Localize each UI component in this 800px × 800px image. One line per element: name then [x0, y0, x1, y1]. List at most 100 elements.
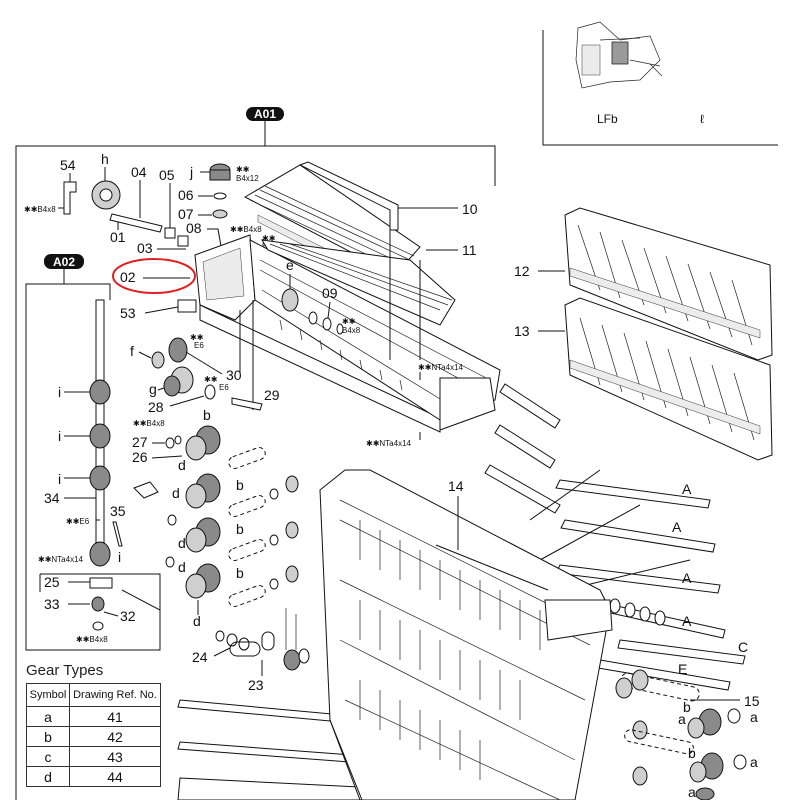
guide-plates-10-11: 10 11 [243, 161, 478, 360]
screw-b4x12: B4x12 [236, 174, 259, 183]
table-row: c 43 [26, 746, 161, 767]
label-03: 03 [137, 240, 153, 256]
label-53: 53 [120, 305, 136, 321]
screw-b4x8-33: ✱✱B4x8 [76, 635, 108, 644]
label-A-1: A [682, 481, 692, 497]
label-07: 07 [178, 206, 194, 222]
label-01: 01 [110, 229, 126, 245]
label-C: C [738, 639, 748, 655]
label-d-4: d [178, 559, 186, 575]
label-h: h [101, 151, 109, 167]
roller-e-09: e 09 ✱✱ B4x8 [281, 257, 361, 335]
label-b-4: b [236, 565, 244, 581]
label-b-5: b [683, 699, 691, 715]
header-symbol: Symbol [26, 683, 70, 707]
screw-b4x12-top: ✱✱ [236, 165, 250, 174]
label-d-2: d [172, 485, 180, 501]
shaft-assembly-a02: i i i i 34 ✱✱E6 35 ✱✱NTa4x14 25 33 32 ✱✱… [38, 299, 161, 644]
label-29: 29 [264, 387, 280, 403]
label-i-4: i [118, 549, 121, 565]
screw-b4x8-09a: ✱✱ [342, 317, 356, 326]
table-row: d 44 [26, 766, 161, 787]
label-d-3: d [178, 535, 186, 551]
screw-nta4x14-right: ✱✱NTa4x14 [418, 363, 464, 372]
screw-b4x8-54: ✱✱B4x8 [24, 205, 56, 214]
label-35: 35 [110, 503, 126, 519]
label-12: 12 [514, 263, 530, 279]
screw-b4x8-09b: B4x8 [342, 326, 361, 335]
label-05: 05 [159, 167, 175, 183]
a02-tag-text: A02 [53, 255, 75, 269]
label-27: 27 [132, 434, 148, 450]
a02-tag [44, 254, 84, 269]
label-24: 24 [192, 649, 208, 665]
gear-types-title: Gear Types [26, 662, 104, 679]
screw-e6-28b: E6 [219, 383, 229, 392]
label-25: 25 [44, 574, 60, 590]
table-cell-ref: 44 [69, 766, 161, 787]
label-10: 10 [462, 201, 478, 217]
table-cell-symbol: a [26, 706, 70, 727]
table-header-row: Symbol Drawing Ref. No. [26, 683, 161, 707]
label-14: 14 [448, 478, 464, 494]
screw-b4x8-27: ✱✱B4x8 [133, 419, 165, 428]
label-30: 30 [226, 367, 242, 383]
table-cell-ref: 41 [69, 706, 161, 727]
label-i-3: i [58, 471, 61, 487]
central-frame [194, 234, 501, 433]
label-i-2: i [58, 428, 61, 444]
gear-cluster-right: 15 b a a b a a [615, 669, 760, 800]
main-frame-14: 14 [319, 469, 613, 800]
screw-e6-30a: ✱✱ [190, 333, 204, 342]
table-row: a 41 [26, 706, 161, 727]
label-f: f [130, 343, 134, 359]
label-04: 04 [131, 164, 147, 180]
location-inset: LFb ℓ [542, 21, 778, 146]
label-11: 11 [462, 242, 477, 258]
a01-tag-text: A01 [254, 107, 276, 121]
screw-nta4x14-shaft: ✱✱NTa4x14 [38, 555, 84, 564]
table-cell-symbol: b [26, 726, 70, 747]
label-b-2: b [236, 477, 244, 493]
label-a-1: a [750, 709, 758, 725]
label-28: 28 [148, 399, 164, 415]
label-b-1: b [203, 407, 211, 423]
label-d-1: d [178, 457, 186, 473]
label-i-1: i [58, 384, 61, 400]
label-02: 02 [120, 269, 136, 285]
label-A-2: A [672, 519, 682, 535]
screw-e6-28a: ✱✱ [204, 375, 218, 384]
label-15: 15 [744, 693, 760, 709]
highlight-circle [112, 258, 196, 294]
label-e: e [286, 257, 294, 273]
label-54: 54 [60, 157, 76, 173]
table-cell-symbol: c [26, 746, 70, 767]
guide-plates-12-13: 12 13 [514, 207, 773, 461]
screw-e6-shaft: ✱✱E6 [66, 517, 90, 526]
label-g: g [149, 381, 157, 397]
a01-tag [246, 107, 284, 121]
table-row: b 42 [26, 726, 161, 747]
table-cell-symbol: d [26, 766, 70, 787]
label-j: j [189, 164, 193, 180]
screw-b4x8-08b: ✱✱ [262, 234, 276, 243]
label-26: 26 [132, 449, 148, 465]
gear-types-grid: Symbol Drawing Ref. No. a 41 b 42 c 43 d… [26, 683, 161, 787]
label-b-6: b [688, 745, 696, 761]
label-a-3: a [750, 754, 758, 770]
gear-cluster-left: b ✱✱B4x8 27 26 d b d b d b d d [132, 407, 310, 693]
label-13: 13 [514, 323, 530, 339]
parts-53-f-g: 53 f ✱✱ E6 30 g ✱✱ E6 28 29 [120, 299, 280, 415]
callout-02: 02 [112, 258, 196, 294]
label-A-3: A [682, 570, 692, 586]
label-a-2: a [678, 711, 686, 727]
label-d-5: d [193, 613, 201, 629]
label-06: 06 [178, 187, 194, 203]
screw-nta4x14-bottom: ✱✱NTa4x14 [366, 439, 412, 448]
inset-label: LFb [597, 112, 618, 126]
label-a-4: a [688, 784, 696, 800]
label-A-4: A [682, 613, 692, 629]
label-23: 23 [248, 677, 264, 693]
label-08: 08 [186, 220, 202, 236]
